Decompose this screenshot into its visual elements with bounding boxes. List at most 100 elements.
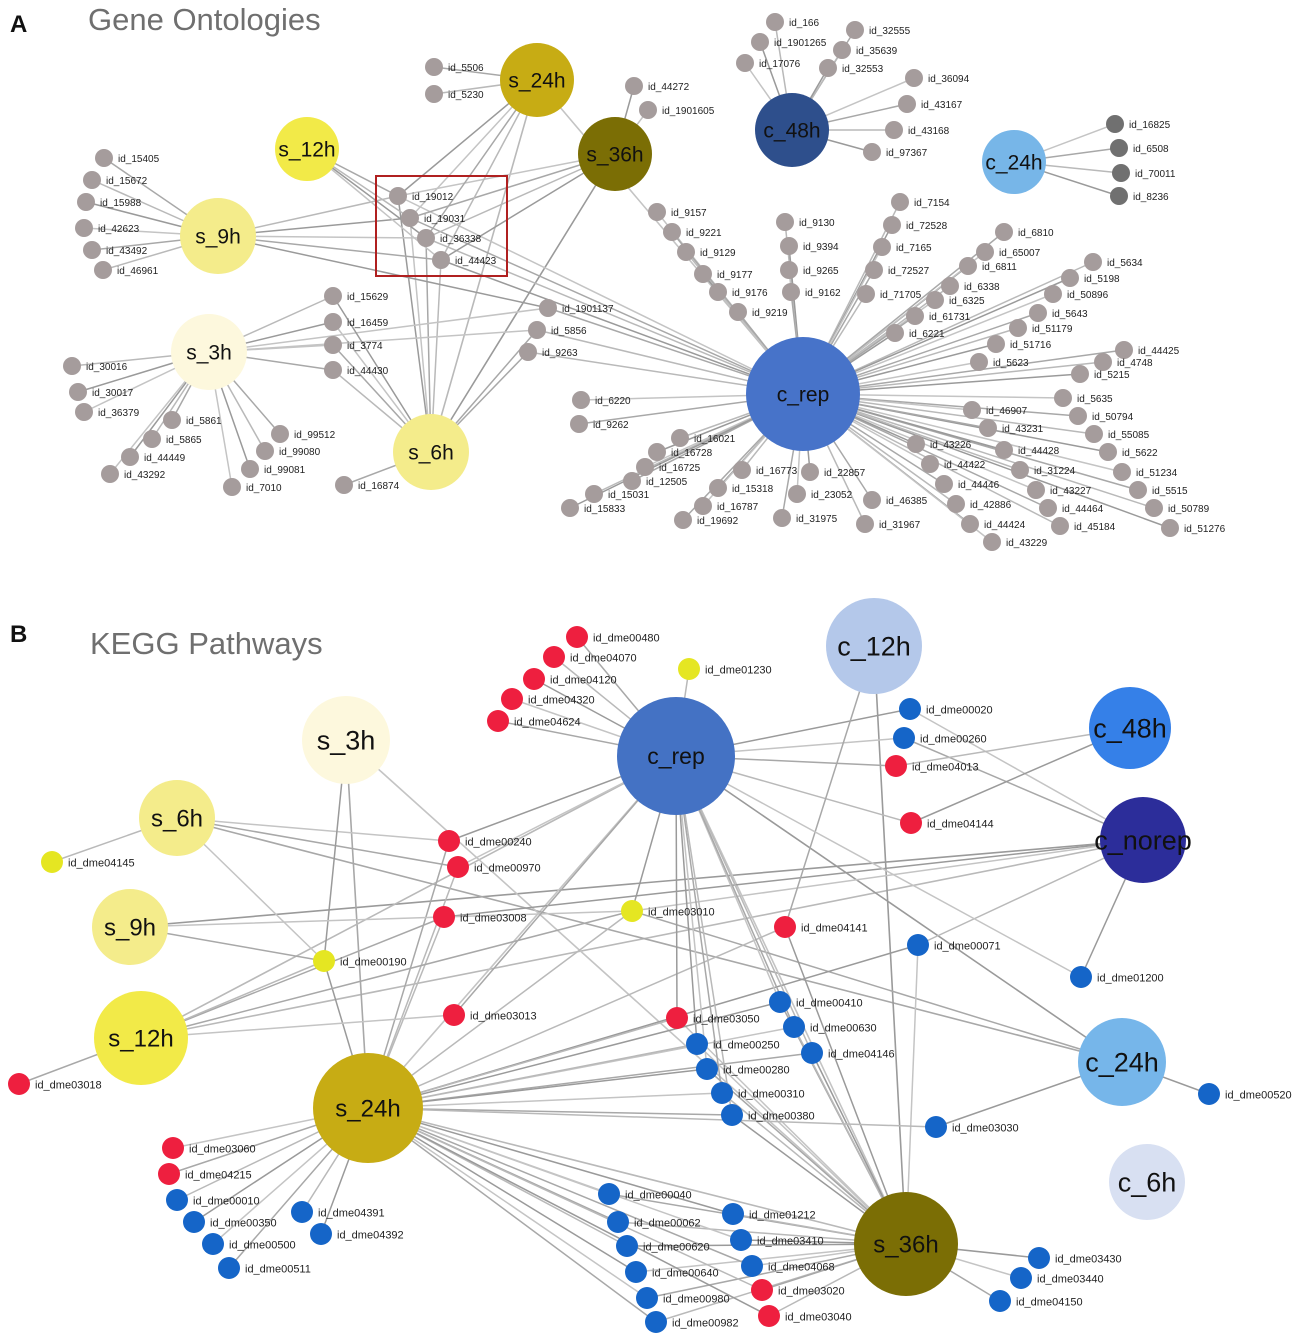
hub-circle[interactable]: [746, 337, 860, 451]
node-id_9157[interactable]: id_9157: [648, 203, 707, 221]
node-id_36338[interactable]: id_36338: [417, 229, 482, 247]
hub-circle[interactable]: [755, 93, 829, 167]
node-circle[interactable]: [801, 1042, 823, 1064]
node-circle[interactable]: [925, 1116, 947, 1138]
node-circle[interactable]: [566, 626, 588, 648]
node-circle[interactable]: [324, 361, 342, 379]
node-circle[interactable]: [819, 59, 837, 77]
node-id_5622[interactable]: id_5622: [1099, 443, 1158, 461]
node-circle[interactable]: [183, 1211, 205, 1233]
node-id_43231[interactable]: id_43231: [979, 419, 1044, 437]
hub-s_6h[interactable]: s_6h: [139, 780, 215, 856]
node-circle[interactable]: [625, 77, 643, 95]
node-id_5643[interactable]: id_5643: [1029, 304, 1088, 322]
node-id_61731[interactable]: id_61731: [906, 307, 971, 325]
node-circle[interactable]: [857, 285, 875, 303]
node-circle[interactable]: [671, 429, 689, 447]
node-circle[interactable]: [696, 1058, 718, 1080]
node-id_5215[interactable]: id_5215: [1071, 365, 1130, 383]
node-circle[interactable]: [769, 991, 791, 1013]
node-id_16725[interactable]: id_16725: [636, 458, 701, 476]
node-id_dme00310[interactable]: id_dme00310: [711, 1082, 805, 1104]
node-id_dme00640[interactable]: id_dme00640: [625, 1261, 719, 1283]
node-circle[interactable]: [543, 646, 565, 668]
node-id_dme04215[interactable]: id_dme04215: [158, 1163, 252, 1185]
node-id_43292[interactable]: id_43292: [101, 465, 166, 483]
node-id_72528[interactable]: id_72528: [883, 216, 948, 234]
node-circle[interactable]: [528, 321, 546, 339]
node-circle[interactable]: [202, 1233, 224, 1255]
hub-circle[interactable]: [617, 697, 735, 815]
hub-s_12h[interactable]: s_12h: [94, 991, 188, 1085]
node-circle[interactable]: [959, 257, 977, 275]
node-id_15833[interactable]: id_15833: [561, 499, 626, 517]
node-id_44422[interactable]: id_44422: [921, 455, 986, 473]
node-id_42623[interactable]: id_42623: [75, 219, 140, 237]
hub-s_36h[interactable]: s_36h: [578, 117, 652, 191]
node-id_44449[interactable]: id_44449: [121, 448, 186, 466]
node-circle[interactable]: [694, 265, 712, 283]
node-circle[interactable]: [585, 485, 603, 503]
node-circle[interactable]: [1071, 365, 1089, 383]
node-id_5634[interactable]: id_5634: [1084, 253, 1143, 271]
node-id_dme00500[interactable]: id_dme00500: [202, 1233, 296, 1255]
node-id_46907[interactable]: id_46907: [963, 401, 1028, 419]
node-circle[interactable]: [976, 243, 994, 261]
node-circle[interactable]: [639, 101, 657, 119]
node-id_8236[interactable]: id_8236: [1110, 187, 1169, 205]
node-circle[interactable]: [256, 442, 274, 460]
node-circle[interactable]: [166, 1189, 188, 1211]
node-circle[interactable]: [780, 237, 798, 255]
node-circle[interactable]: [782, 283, 800, 301]
node-id_16825[interactable]: id_16825: [1106, 115, 1171, 133]
node-circle[interactable]: [736, 54, 754, 72]
node-id_9177[interactable]: id_9177: [694, 265, 753, 283]
node-circle[interactable]: [921, 455, 939, 473]
node-circle[interactable]: [906, 307, 924, 325]
node-circle[interactable]: [648, 443, 666, 461]
node-id_15988[interactable]: id_15988: [77, 193, 142, 211]
node-circle[interactable]: [75, 403, 93, 421]
node-circle[interactable]: [886, 324, 904, 342]
node-id_19031[interactable]: id_19031: [401, 209, 466, 227]
node-id_dme03013[interactable]: id_dme03013: [443, 1004, 537, 1026]
node-circle[interactable]: [1113, 463, 1131, 481]
hub-c_24h[interactable]: c_24h: [1078, 1018, 1166, 1106]
hub-c_rep[interactable]: c_rep: [617, 697, 735, 815]
hub-c_12h[interactable]: c_12h: [826, 598, 922, 694]
node-id_46961[interactable]: id_46961: [94, 261, 159, 279]
node-id_16773[interactable]: id_16773: [733, 461, 798, 479]
node-circle[interactable]: [898, 95, 916, 113]
node-circle[interactable]: [143, 430, 161, 448]
node-id_1901265[interactable]: id_1901265: [751, 33, 827, 51]
node-id_50789[interactable]: id_50789: [1145, 499, 1210, 517]
node-circle[interactable]: [801, 463, 819, 481]
node-circle[interactable]: [907, 435, 925, 453]
node-id_5198[interactable]: id_5198: [1061, 269, 1120, 287]
node-circle[interactable]: [523, 668, 545, 690]
node-id_44430[interactable]: id_44430: [324, 361, 389, 379]
node-id_9262[interactable]: id_9262: [570, 415, 629, 433]
node-circle[interactable]: [774, 916, 796, 938]
node-circle[interactable]: [1112, 164, 1130, 182]
node-id_dme00260[interactable]: id_dme00260: [893, 727, 987, 749]
node-id_dme00040[interactable]: id_dme00040: [598, 1183, 692, 1205]
node-id_23052[interactable]: id_23052: [788, 485, 853, 503]
node-circle[interactable]: [1099, 443, 1117, 461]
node-circle[interactable]: [995, 223, 1013, 241]
hub-circle[interactable]: [313, 1053, 423, 1163]
node-id_9394[interactable]: id_9394: [780, 237, 839, 255]
node-circle[interactable]: [885, 755, 907, 777]
node-id_99081[interactable]: id_99081: [241, 460, 306, 478]
node-circle[interactable]: [741, 1255, 763, 1277]
node-circle[interactable]: [570, 415, 588, 433]
node-circle[interactable]: [1145, 499, 1163, 517]
node-circle[interactable]: [324, 336, 342, 354]
node-circle[interactable]: [963, 401, 981, 419]
node-id_99080[interactable]: id_99080: [256, 442, 321, 460]
node-circle[interactable]: [417, 229, 435, 247]
node-id_16787[interactable]: id_16787: [694, 497, 759, 515]
node-circle[interactable]: [751, 1279, 773, 1301]
node-id_dme00630[interactable]: id_dme00630: [783, 1016, 877, 1038]
node-id_dme04392[interactable]: id_dme04392: [310, 1223, 404, 1245]
